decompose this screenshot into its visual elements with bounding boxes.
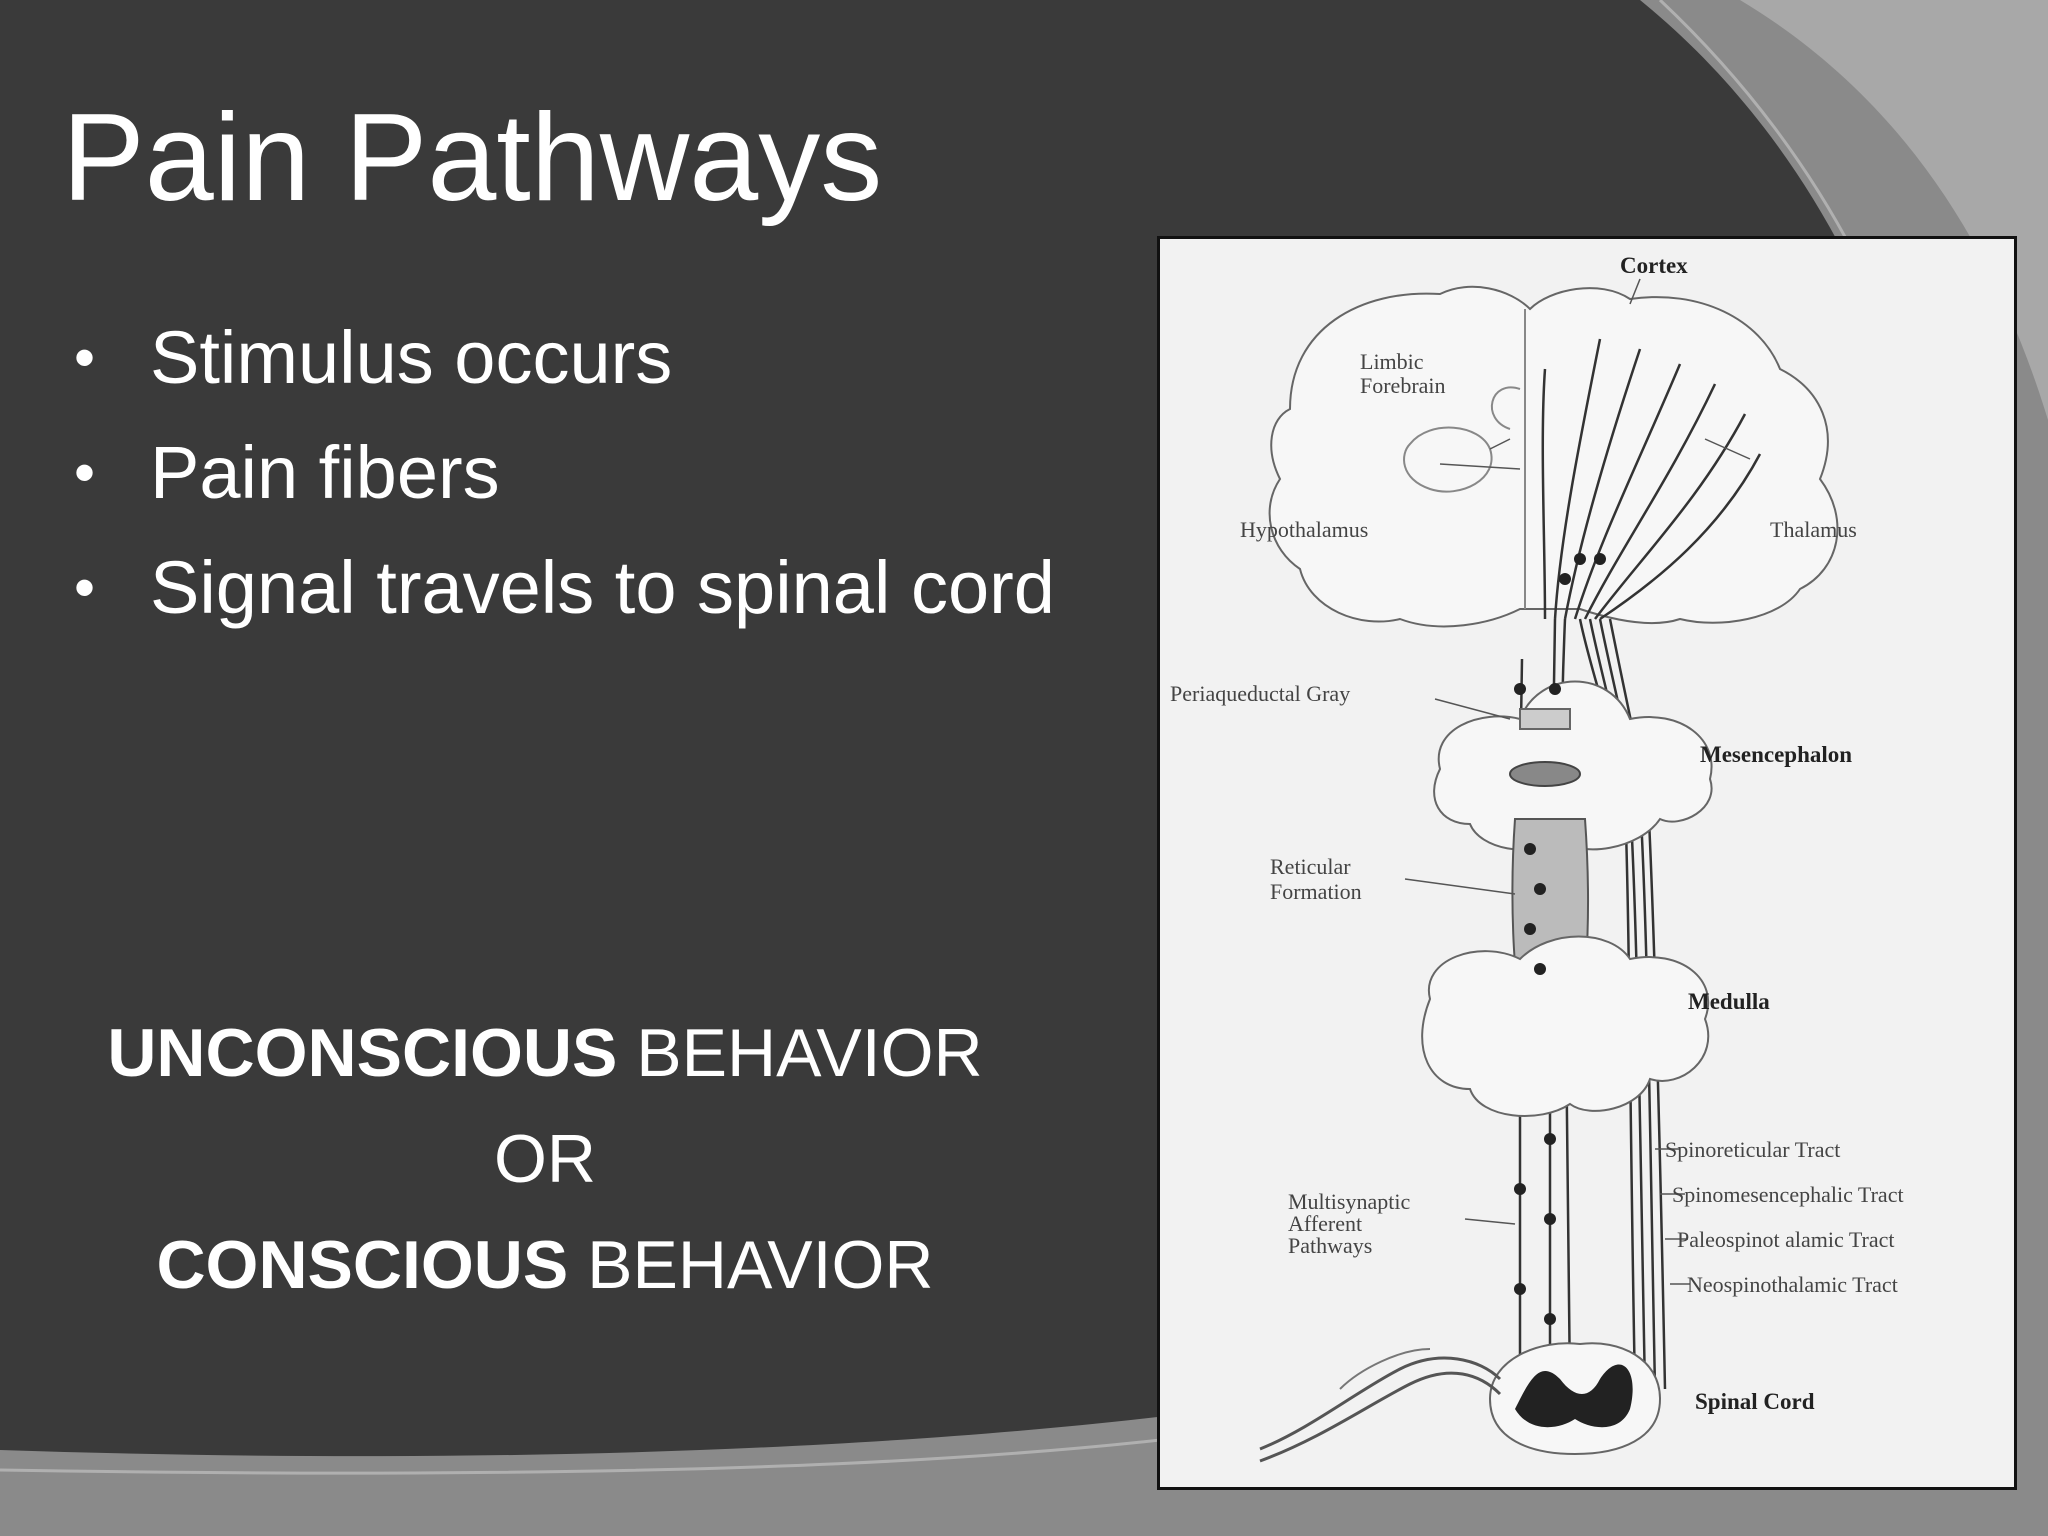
label-spinal-cord: Spinal Cord [1695, 1389, 1815, 1414]
label-thalamus: Thalamus [1770, 517, 1857, 542]
bullet-item: • Pain fibers [70, 415, 1055, 530]
bullet-item: • Stimulus occurs [70, 300, 1055, 415]
label-limbic: Limbic [1360, 349, 1424, 374]
label-mesencephalon: Mesencephalon [1700, 742, 1852, 767]
cortex-fibers [1541, 338, 1762, 621]
bullet-item: • Signal travels to spinal cord [70, 530, 1055, 645]
behavior-word: BEHAVIOR [568, 1227, 934, 1303]
behavior-block: UNCONSCIOUS BEHAVIOR OR CONSCIOUS BEHAVI… [30, 1000, 1060, 1318]
bullet-text: Pain fibers [150, 431, 500, 514]
pain-pathway-diagram: Cortex Limbic Forebrain Hypothalamus Tha… [1157, 236, 2017, 1490]
label-hypothalamus: Hypothalamus [1240, 517, 1368, 542]
label-medulla: Medulla [1688, 989, 1770, 1014]
unconscious-label: UNCONSCIOUS [107, 1015, 618, 1091]
diagram-drawing: Cortex Limbic Forebrain Hypothalamus Tha… [1170, 253, 1904, 1463]
conscious-label: CONSCIOUS [156, 1227, 569, 1303]
medulla-shape [1421, 935, 1710, 1117]
label-periaqueductal-gray: Periaqueductal Gray [1170, 681, 1350, 706]
slide-title: Pain Pathways [62, 89, 883, 227]
behavior-word: BEHAVIOR [617, 1015, 983, 1091]
bullet-list: • Stimulus occurs • Pain fibers • Signal tr… [70, 300, 1055, 645]
label-cortex: Cortex [1620, 253, 1688, 278]
bullet-text: Stimulus occurs [150, 316, 673, 399]
label-spinomesencephalic-tract: Spinomesencephalic Tract [1672, 1182, 1904, 1207]
bullet-dot-icon: • [74, 554, 96, 621]
label-afferent: Afferent [1288, 1211, 1362, 1236]
label-multisynaptic: Multisynaptic [1288, 1189, 1410, 1214]
label-paleospinothalamic-tract: Paleospinot alamic Tract [1677, 1227, 1895, 1252]
label-pathways: Pathways [1288, 1233, 1372, 1258]
leader-lines [1404, 278, 1751, 1285]
behavior-line-2: OR [494, 1121, 596, 1197]
bullet-dot-icon: • [74, 439, 96, 506]
behavior-line-3: CONSCIOUS BEHAVIOR [30, 1212, 1060, 1318]
label-spinoreticular-tract: Spinoreticular Tract [1665, 1137, 1840, 1162]
label-forebrain: Forebrain [1360, 373, 1446, 398]
label-neospinothalamic-tract: Neospinothalamic Tract [1687, 1272, 1898, 1297]
bullet-dot-icon: • [74, 324, 96, 391]
label-reticular: Reticular [1270, 854, 1351, 879]
behavior-line-1: UNCONSCIOUS BEHAVIOR [30, 1000, 1060, 1106]
bullet-text: Signal travels to spinal cord [150, 546, 1055, 629]
synapse-markers [1514, 553, 1606, 1325]
label-formation: Formation [1270, 879, 1362, 904]
brain-outline [1268, 285, 1839, 628]
